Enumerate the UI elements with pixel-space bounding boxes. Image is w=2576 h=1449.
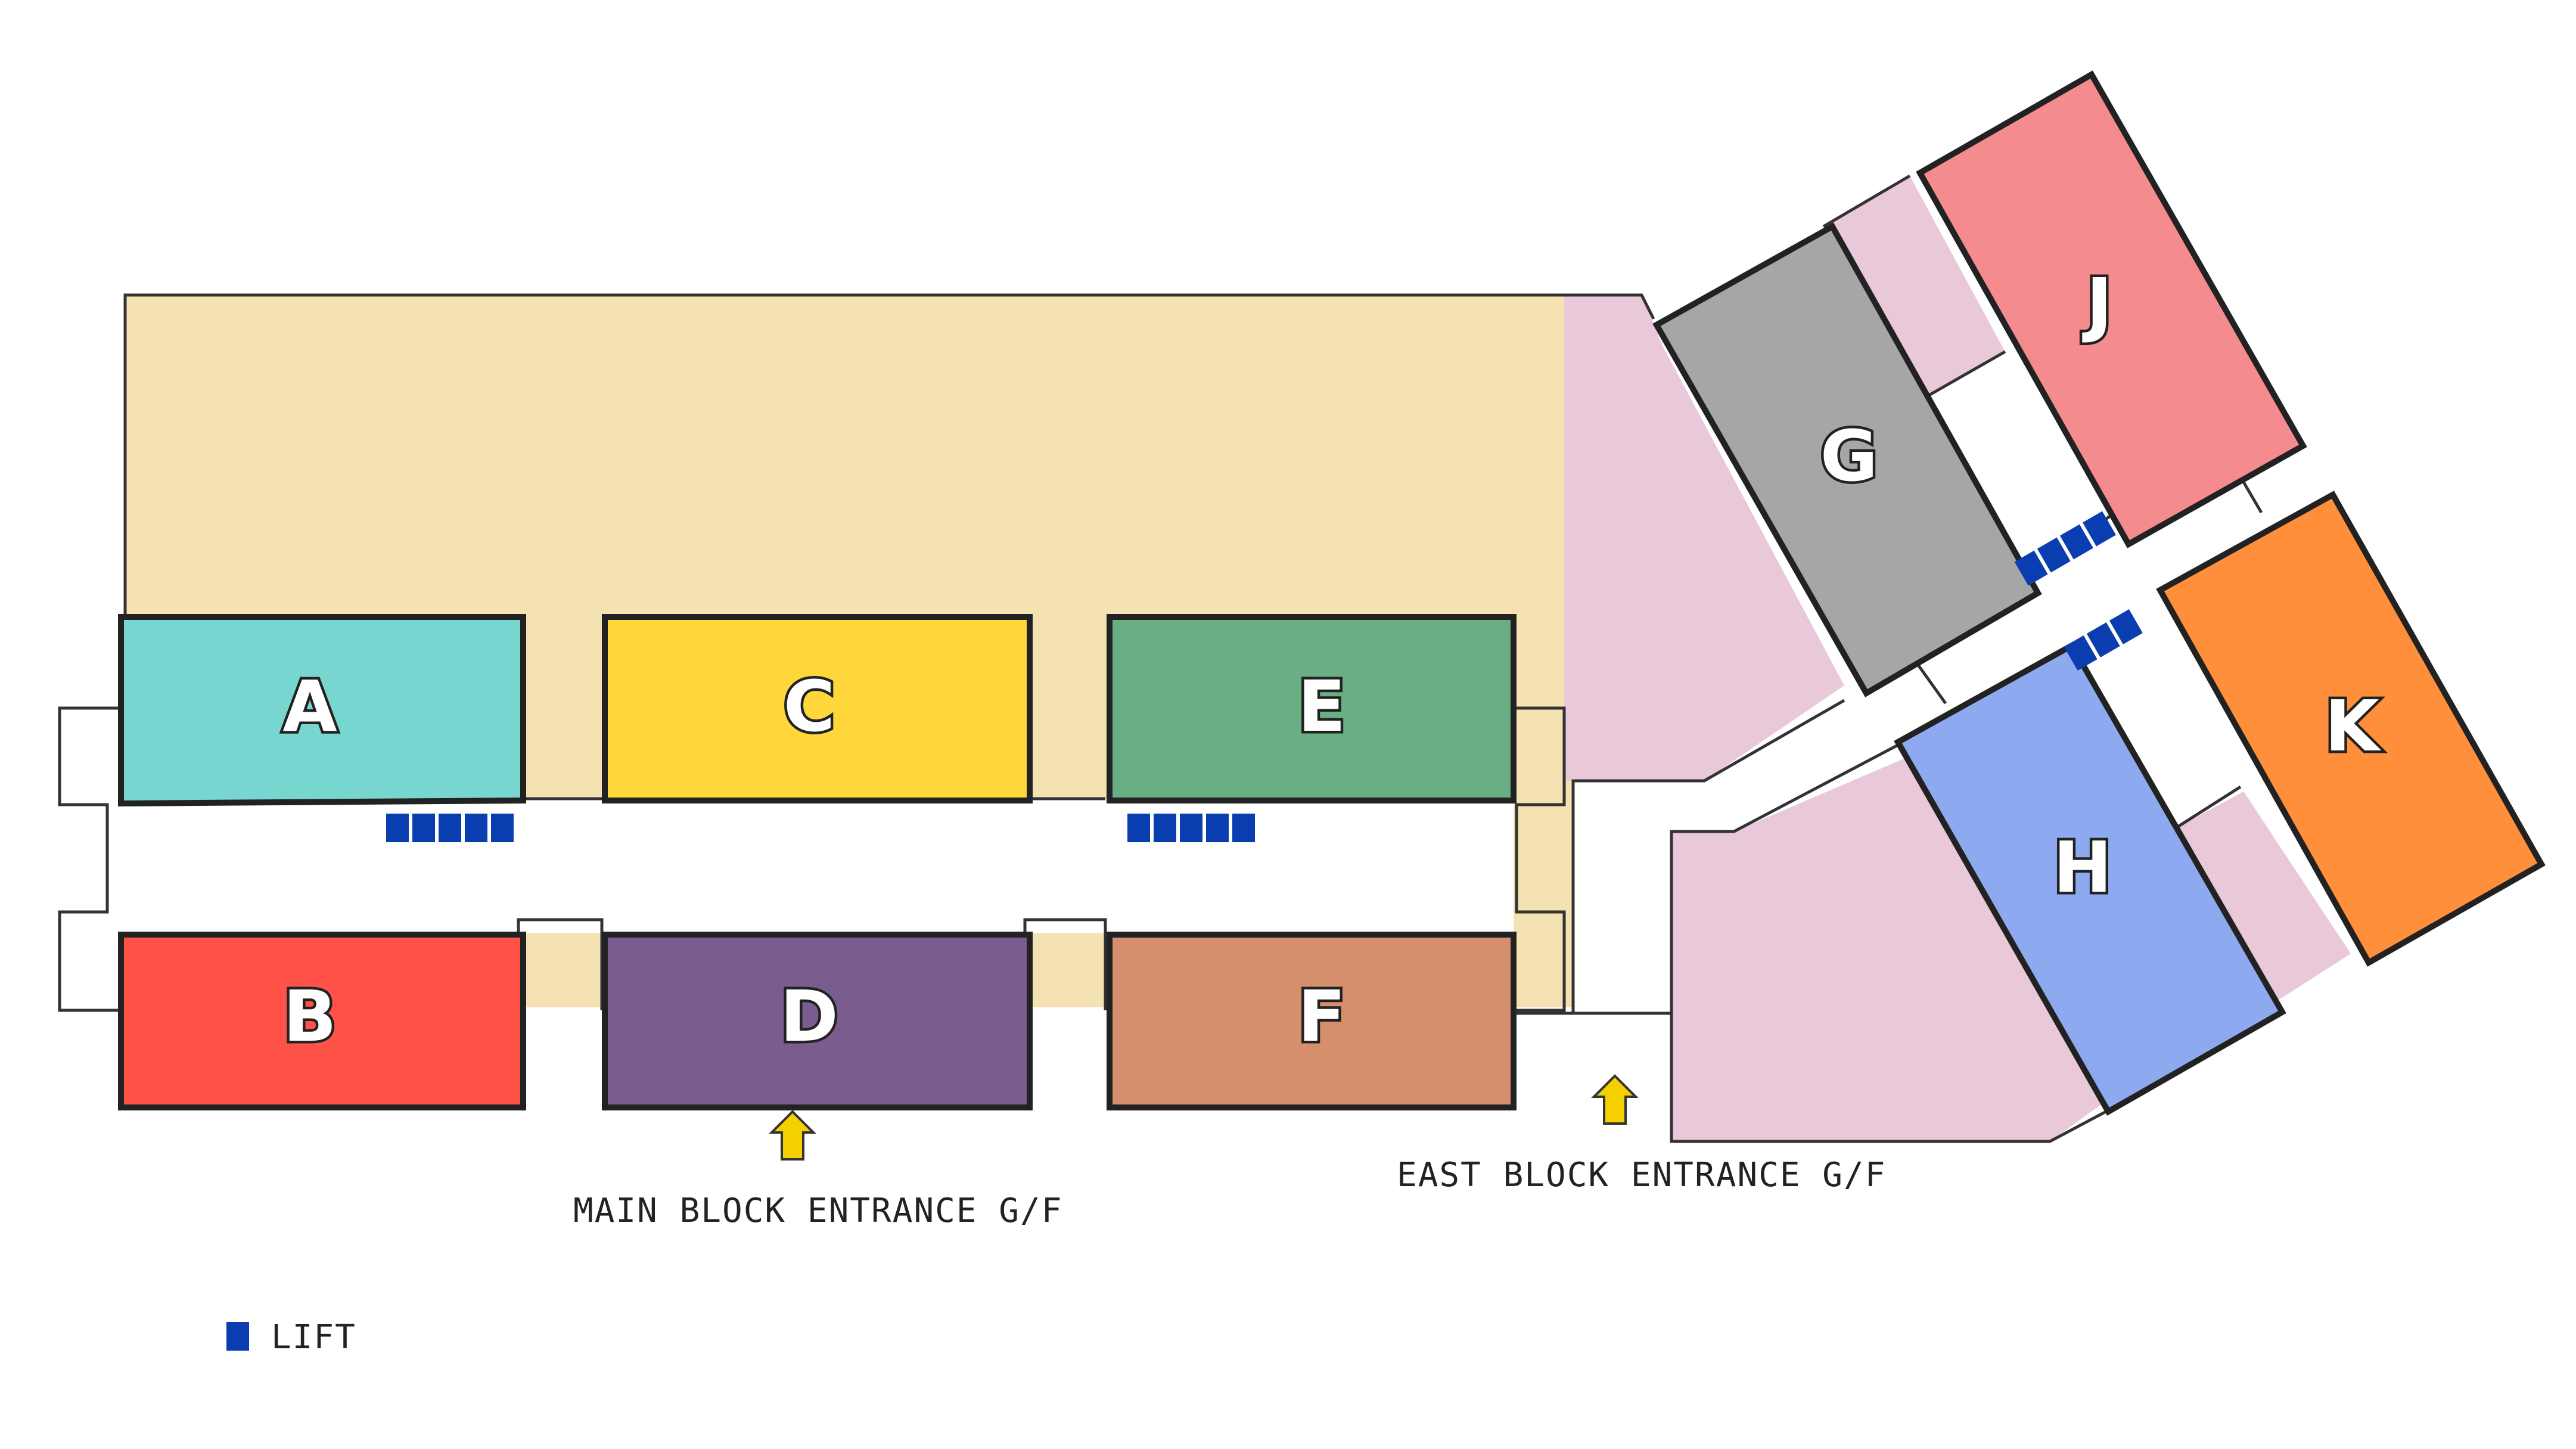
- block-b[interactable]: B: [118, 932, 526, 1110]
- east-block-floor-upper: [1564, 295, 1844, 781]
- block-f[interactable]: F: [1107, 932, 1517, 1110]
- lift-group-main-east: [1127, 814, 1255, 842]
- block-a-label: A: [282, 665, 337, 747]
- lift-group-east-lower: [2064, 609, 2143, 671]
- block-h-label: H: [2053, 826, 2112, 908]
- lift-icon: [1232, 814, 1255, 842]
- block-c-shape[interactable]: [602, 614, 1033, 803]
- lift-icon: [1180, 814, 1202, 842]
- lift-icon: [1206, 814, 1229, 842]
- lift-lobby-upper: [1922, 352, 2098, 572]
- block-j-shape[interactable]: [1916, 70, 2307, 548]
- block-c[interactable]: C: [602, 614, 1033, 803]
- lift-icon: [2064, 635, 2098, 671]
- block-b-shape[interactable]: [118, 932, 526, 1110]
- arrow-up-icon: [1591, 1074, 1639, 1125]
- lift-icon: [2037, 537, 2071, 573]
- block-h[interactable]: H: [1894, 641, 2286, 1116]
- block-k[interactable]: K: [2156, 491, 2546, 967]
- east-block-lower-outline: [1670, 1013, 2146, 1143]
- block-f-shape[interactable]: [1107, 932, 1517, 1110]
- lift-group-east-upper: [2014, 511, 2116, 586]
- east-block-floor-mid-right: [2169, 787, 2351, 1001]
- lift-icon: [386, 814, 409, 842]
- lift-icon: [1154, 814, 1176, 842]
- block-a-shape[interactable]: [118, 614, 526, 807]
- legend: LIFT: [226, 1318, 356, 1357]
- block-g-label: G: [1820, 415, 1878, 497]
- block-a[interactable]: A: [118, 614, 526, 807]
- main-corridor: [107, 799, 1514, 933]
- lift-icon: [2059, 524, 2093, 560]
- lift-icon: [491, 814, 514, 842]
- lift-lobby-lower: [2074, 620, 2252, 829]
- east-entrance-label: EAST BLOCK ENTRANCE G/F: [1397, 1156, 1886, 1194]
- block-e[interactable]: E: [1107, 614, 1517, 803]
- east-end-outline: [1514, 706, 1566, 1012]
- block-k-shape[interactable]: [2156, 491, 2546, 967]
- lift-icon: [2014, 550, 2048, 586]
- block-e-label: E: [1298, 665, 1346, 747]
- east-corridor-outline: [1571, 699, 1899, 1013]
- block-b-label: B: [283, 975, 337, 1057]
- lift-icon: [2109, 609, 2143, 645]
- block-e-shape[interactable]: [1107, 614, 1517, 803]
- blocks-layer: A B C D E F G H J K: [118, 70, 2546, 1116]
- lift-icon: [439, 814, 461, 842]
- lift-icon: [226, 1322, 249, 1351]
- lift-icon: [2086, 622, 2120, 658]
- lift-icon: [1127, 814, 1150, 842]
- block-g[interactable]: G: [1652, 222, 2042, 697]
- east-block-floor-top: [1823, 176, 2005, 399]
- main-entrance-label: MAIN BLOCK ENTRANCE G/F: [573, 1192, 1062, 1230]
- block-g-shape[interactable]: [1652, 222, 2042, 697]
- block-k-label: K: [2325, 685, 2382, 767]
- block-d-shape[interactable]: [602, 932, 1033, 1110]
- main-block-top-outline: [123, 293, 1655, 617]
- block-h-shape[interactable]: [1894, 641, 2286, 1116]
- east-block-upper-outline: [1822, 174, 2263, 830]
- east-corridor: [1573, 668, 1943, 1013]
- block-j-label: J: [2082, 263, 2112, 345]
- lift-group-main-west: [386, 814, 514, 842]
- lift-icon: [412, 814, 435, 842]
- arrow-up-icon: [769, 1110, 816, 1161]
- block-f-label: F: [1298, 975, 1346, 1057]
- block-j[interactable]: J: [1916, 70, 2307, 548]
- lift-icon: [2083, 511, 2116, 547]
- west-wing-outline: [58, 706, 119, 1012]
- block-c-label: C: [784, 665, 835, 747]
- block-d[interactable]: D: [602, 932, 1033, 1110]
- lift-icon: [465, 814, 487, 842]
- legend-label: LIFT: [271, 1318, 356, 1357]
- block-d-label: D: [780, 975, 838, 1057]
